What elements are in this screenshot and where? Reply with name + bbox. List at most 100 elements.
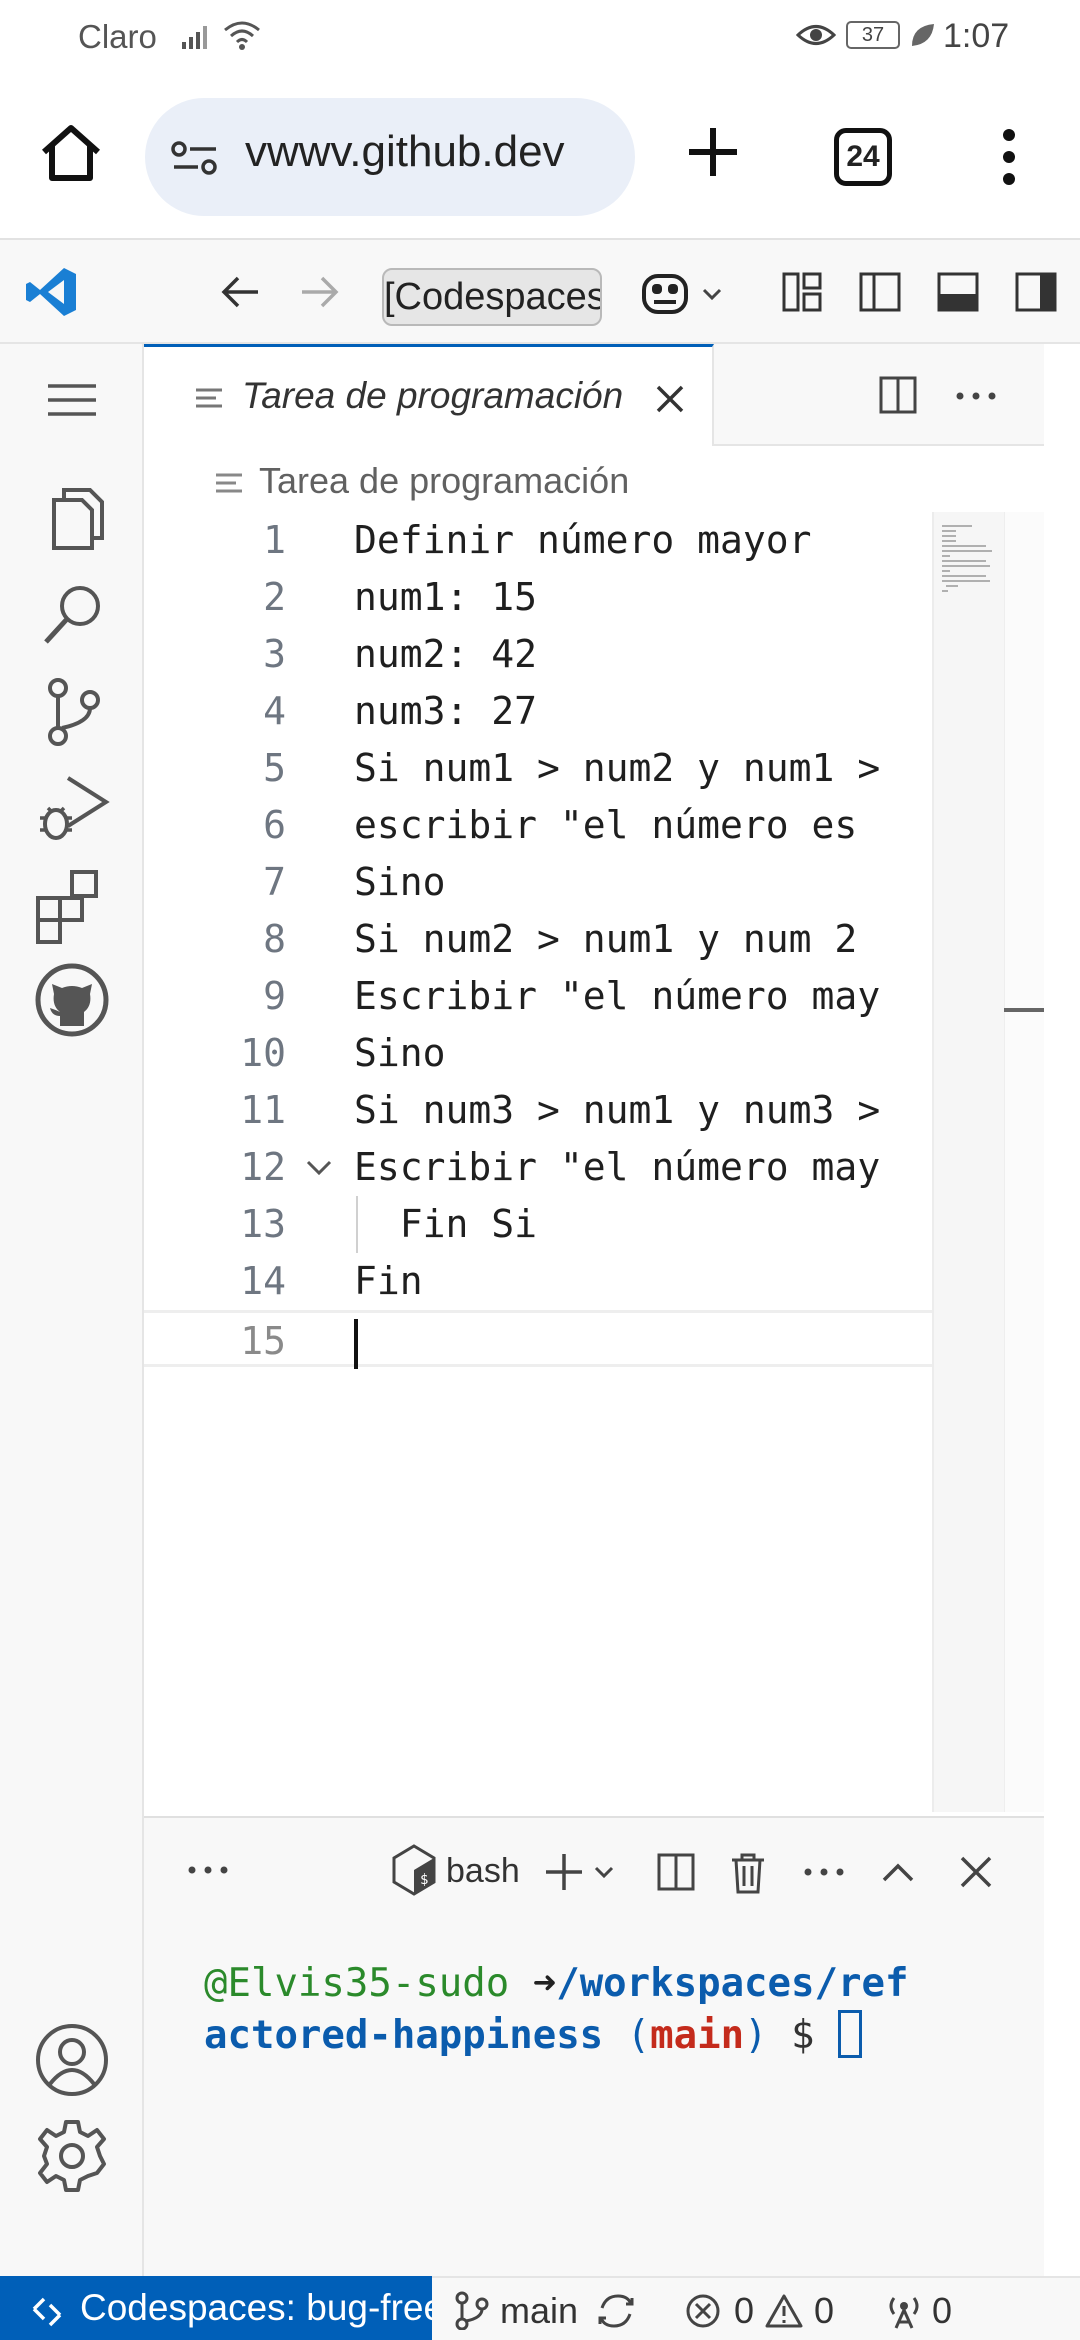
line-text[interactable]: Escribir "el número may	[354, 1145, 881, 1189]
ports-count[interactable]: 0	[932, 2290, 953, 2331]
accounts-icon[interactable]	[32, 2020, 112, 2100]
line-number: 3	[263, 632, 286, 676]
line-text[interactable]: num3: 27	[354, 689, 538, 733]
address-bar[interactable]: vwwv.github.dev	[145, 98, 635, 216]
panel-icon[interactable]	[936, 270, 980, 314]
terminal-branch-paren-open: (	[626, 2013, 651, 2058]
line-text[interactable]: num1: 15	[354, 575, 538, 619]
line-text[interactable]: Sino	[354, 1031, 446, 1075]
code-line[interactable]: 14 Fin	[144, 1253, 934, 1310]
code-line[interactable]: 7 Sino	[144, 854, 934, 911]
git-branch-label[interactable]: main	[500, 2290, 579, 2331]
source-control-icon[interactable]	[32, 672, 112, 752]
line-text[interactable]: Sino	[354, 860, 446, 904]
line-number: 1	[263, 518, 286, 562]
editor-scrollbar[interactable]	[1004, 512, 1044, 1812]
terminal-output[interactable]: @Elvis35-sudo ➜/workspaces/ref actored-h…	[204, 1958, 1024, 2062]
split-terminal-icon[interactable]	[656, 1852, 696, 1892]
remote-indicator[interactable]: Codespaces: bug-free	[0, 2276, 432, 2340]
line-text[interactable]: num2: 42	[354, 632, 538, 676]
warning-icon[interactable]	[764, 2292, 804, 2330]
chevron-up-icon[interactable]	[878, 1852, 918, 1892]
editor-tab-label[interactable]: Tarea de programación	[242, 375, 624, 416]
fold-chevron-icon[interactable]	[304, 1157, 334, 1179]
line-number: 13	[240, 1202, 286, 1246]
back-arrow-icon[interactable]	[218, 272, 262, 312]
indent-guide	[356, 1196, 358, 1253]
split-editor-icon[interactable]	[878, 374, 918, 416]
signal-icon	[182, 26, 207, 49]
line-text[interactable]: Definir número mayor	[354, 518, 812, 562]
close-icon[interactable]	[654, 383, 686, 415]
command-center[interactable]: [Codespaces	[382, 268, 602, 326]
run-and-debug-icon[interactable]	[32, 768, 112, 848]
hamburger-menu-icon[interactable]	[32, 380, 112, 420]
layout-icon[interactable]	[780, 270, 824, 314]
line-text[interactable]: Fin	[354, 1259, 423, 1303]
warning-count[interactable]: 0	[814, 2290, 835, 2331]
code-lines[interactable]: 1 Definir número mayor 2 num1: 15 3 num2: 42 4…	[144, 512, 934, 1752]
carrier-name: Claro	[78, 18, 157, 55]
remote-indicator-label[interactable]: Codespaces: bug-free	[80, 2287, 432, 2328]
manage-gear-icon[interactable]	[32, 2116, 112, 2196]
new-terminal-plus-icon[interactable]	[544, 1852, 624, 1892]
line-text[interactable]: Si num1 > num2 y num1 >	[354, 746, 881, 790]
code-editor[interactable]: Tarea de programación 1 Definir número ma…	[144, 446, 1044, 1816]
more-actions-icon[interactable]	[954, 374, 998, 416]
url-text[interactable]: vwwv.github.dev	[245, 127, 565, 176]
line-text[interactable]: Escribir "el número may	[354, 974, 881, 1018]
sync-icon[interactable]	[596, 2292, 636, 2330]
breadcrumb[interactable]: Tarea de programación	[259, 460, 630, 501]
line-number: 10	[240, 1031, 286, 1075]
kebab-menu-icon[interactable]	[1000, 127, 1018, 187]
editor-tab-active[interactable]: Tarea de programación	[144, 344, 714, 448]
line-text[interactable]: Fin Si	[354, 1202, 538, 1246]
close-icon[interactable]	[956, 1852, 996, 1892]
extensions-icon[interactable]	[32, 864, 112, 944]
git-branch-icon[interactable]	[452, 2290, 492, 2330]
tab-switcher-button[interactable]: 24	[834, 128, 892, 186]
code-line[interactable]: 3 num2: 42	[144, 626, 934, 683]
minimap[interactable]	[932, 512, 1004, 1812]
text-file-icon	[196, 388, 222, 408]
search-icon[interactable]	[32, 576, 112, 656]
line-number: 15	[240, 1319, 286, 1363]
error-icon[interactable]	[684, 2292, 722, 2330]
code-line[interactable]: 1 Definir número mayor	[144, 512, 934, 569]
ports-broadcast-icon[interactable]	[884, 2290, 924, 2330]
code-line[interactable]: 2 num1: 15	[144, 569, 934, 626]
sidebar-icon[interactable]	[858, 270, 902, 314]
terminal-branch-paren-close: )	[744, 2013, 768, 2058]
secondary-sidebar-icon[interactable]	[1014, 270, 1058, 314]
remote-icon[interactable]	[30, 2295, 64, 2329]
code-line[interactable]: 15	[144, 1310, 934, 1369]
github-icon[interactable]	[32, 960, 112, 1040]
line-number: 7	[263, 860, 286, 904]
more-actions-icon[interactable]	[802, 1852, 846, 1892]
line-text[interactable]: Si num3 > num1 y num3 >	[354, 1088, 881, 1132]
plus-icon[interactable]	[685, 124, 741, 180]
line-number: 2	[263, 575, 286, 619]
error-count[interactable]: 0	[734, 2290, 755, 2331]
trash-icon[interactable]	[728, 1852, 768, 1894]
terminal-tab-label[interactable]: bash	[446, 1852, 520, 1890]
code-line[interactable]: 10 Sino	[144, 1025, 934, 1082]
android-status-bar: Claro 37 1:07	[0, 0, 1080, 72]
home-icon[interactable]	[38, 122, 104, 184]
line-text[interactable]: Si num2 > num1 y num 2	[354, 917, 858, 961]
line-number: 14	[240, 1259, 286, 1303]
site-settings-icon[interactable]	[170, 140, 220, 176]
copilot-icon[interactable]	[640, 270, 730, 320]
line-text[interactable]: escribir "el número es	[354, 803, 858, 847]
explorer-icon[interactable]	[32, 480, 112, 560]
code-line[interactable]: 13 Fin Si	[144, 1196, 934, 1253]
forward-arrow-icon[interactable]	[298, 272, 342, 312]
more-actions-icon[interactable]	[186, 1860, 230, 1880]
